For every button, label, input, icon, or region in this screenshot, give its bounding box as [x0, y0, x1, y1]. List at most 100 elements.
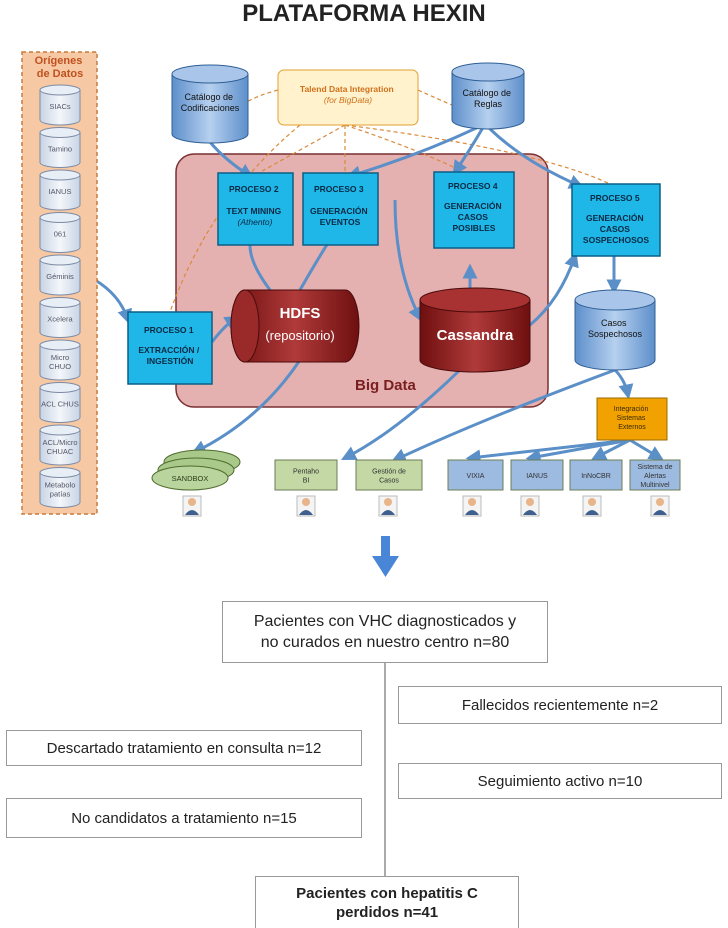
source-label: 061 [54, 230, 67, 239]
flow-top-line-1: Pacientes con VHC diagnosticados y [253, 613, 517, 630]
source-label: Tamino [48, 145, 72, 154]
p5-line-4: CASOS [600, 224, 631, 234]
source-cylinder: Xcelera [39, 297, 81, 338]
p3-line-4: EVENTOS [320, 217, 361, 227]
user-icon [378, 495, 398, 517]
flow-fallecidos-box: Fallecidos recientemente n=2 [398, 686, 722, 724]
output-label: InNoCBR [581, 473, 611, 480]
svg-text:Orígenes de Datos: Orígenes de Datos [35, 55, 86, 80]
catalogo-codificaciones-cylinder: Catálogo de Codificaciones [171, 64, 249, 144]
source-label: patías [50, 490, 71, 499]
flow-top-line-2: no curados en nuestro centro n=80 [260, 634, 510, 651]
catalogo-reglas-cylinder: Catálogo de Reglas [451, 62, 525, 130]
flow-bottom-line-2: perdidos n=41 [335, 903, 439, 921]
source-label: IANUS [49, 187, 72, 196]
output-box: IANUS [510, 459, 564, 491]
flow-bottom-line-1: Pacientes con hepatitis C [296, 884, 478, 902]
integracion-box: Integración Sistemas Externos [596, 397, 668, 441]
source-label: ACL CHUS [41, 400, 79, 409]
p4-line-1: PROCESO 4 [448, 181, 498, 191]
p4-line-3: GENERACIÓN [444, 200, 502, 211]
integracion-line-1: Integración [614, 406, 649, 413]
svg-text:ACL CHUS: ACL CHUS [41, 400, 79, 409]
talend-line-2: (for BigData) [324, 95, 372, 105]
p5-line-5: SOSPECHOSOS [583, 235, 649, 245]
flow-seguimiento-box: Seguimiento activo n=10 [398, 763, 722, 799]
flow-no-candidatos-box: No candidatos a tratamiento n=15 [6, 798, 362, 838]
cassandra-label: Cassandra [437, 327, 514, 344]
p4-line-4: CASOS [458, 212, 489, 222]
origenes-header-2: de Datos [37, 68, 83, 80]
svg-text:PROCESO 1 EXTRACCIÓN /: PROCESO 1 EXTRACCIÓN / INGESTIÓN [138, 325, 201, 366]
catalogo-reglas-line-2: Reglas [474, 99, 503, 109]
source-label: Metabolo [45, 481, 76, 490]
source-cylinder: SIACs [39, 84, 81, 126]
hdfs-sublabel: (repositorio) [265, 328, 334, 343]
cassandra-cylinder: Cassandra [419, 287, 531, 373]
catalogo-cod-line-2: Codificaciones [181, 103, 240, 113]
source-cylinder: Géminis [39, 254, 81, 296]
output-label: Alertas [644, 473, 666, 480]
sandbox-label: SANDBOX [172, 474, 209, 483]
svg-text:SIACs: SIACs [49, 102, 71, 111]
svg-text:VIXIA: VIXIA [467, 473, 485, 480]
hexin-platform-diagram: Big Data Orígenes de Datos [21, 51, 681, 577]
source-label: Géminis [46, 272, 74, 281]
integracion-line-2: Sistemas [617, 415, 646, 422]
svg-text:IANUS: IANUS [49, 187, 72, 196]
p2-line-1: PROCESO 2 [229, 184, 279, 194]
hdfs-label: HDFS [280, 305, 321, 322]
p2-line-3: TEXT MINING [226, 206, 281, 216]
svg-text:061: 061 [54, 230, 67, 239]
flow-bottom-box: Pacientes con hepatitis C perdidos n=41 [255, 876, 519, 928]
svg-text:Tamino: Tamino [48, 145, 72, 154]
source-label: CHUO [49, 362, 71, 371]
svg-text:InNoCBR: InNoCBR [581, 473, 611, 480]
user-icon [520, 495, 540, 517]
source-cylinder: ACL CHUS [39, 382, 81, 423]
integracion-line-3: Externos [618, 424, 646, 431]
svg-text:Catálogo de Reglas: Catálogo de Reglas [462, 88, 513, 109]
svg-text:Integración Sistemas: Integración Sistemas Externos [614, 406, 651, 431]
svg-text:PROCESO 2 TEXT MINING: PROCESO 2 TEXT MINING (Athento) [226, 184, 283, 227]
p2-line-4: (Athento) [238, 217, 273, 227]
big-data-label: Big Data [355, 377, 417, 394]
page-title: PLATAFORMA HEXIN [242, 0, 486, 27]
hdfs-cylinder: HDFS (repositorio) [230, 289, 360, 363]
p1-line-3: EXTRACCIÓN / [138, 344, 200, 355]
p4-line-5: POSIBLES [453, 223, 496, 233]
svg-text:Catálogo de Codificacion: Catálogo de Codificaciones [181, 92, 240, 113]
output-box: InNoCBR [569, 459, 623, 491]
source-label: ACL/Micro [42, 438, 77, 447]
svg-text:PROCESO 3 GENERACIÓN: PROCESO 3 GENERACIÓN EVENTOS [310, 184, 370, 227]
svg-text:Xcelera: Xcelera [47, 315, 73, 324]
user-icons [182, 495, 670, 517]
svg-text:Casos Sospechosos: Casos Sospechosos [588, 318, 643, 339]
output-label: Pentaho [293, 469, 319, 476]
proceso-2-box: PROCESO 2 TEXT MINING (Athento) [217, 172, 294, 246]
p1-line-1: PROCESO 1 [144, 325, 194, 335]
source-cylinder: Tamino [39, 127, 81, 168]
svg-text:PROCESO 5 GENERACIÓN: PROCESO 5 GENERACIÓN CASOS SOSPECHOSOS [583, 193, 649, 245]
p3-line-3: GENERACIÓN [310, 205, 368, 216]
output-label: Sistema de [637, 464, 672, 471]
proceso-3-box: PROCESO 3 GENERACIÓN EVENTOS [302, 172, 379, 246]
casos-line-2: Sospechosos [588, 329, 643, 339]
sandbox-stack: SANDBOX [151, 449, 241, 491]
casos-sospechosos-cylinder: Casos Sospechosos [574, 289, 656, 371]
svg-text:IANUS: IANUS [526, 473, 548, 480]
user-icon [582, 495, 602, 517]
svg-text:PROCESO 4 GENERACIÓN: PROCESO 4 GENERACIÓN CASOS POSIBLES [444, 181, 504, 233]
svg-text:Géminis: Géminis [46, 272, 74, 281]
